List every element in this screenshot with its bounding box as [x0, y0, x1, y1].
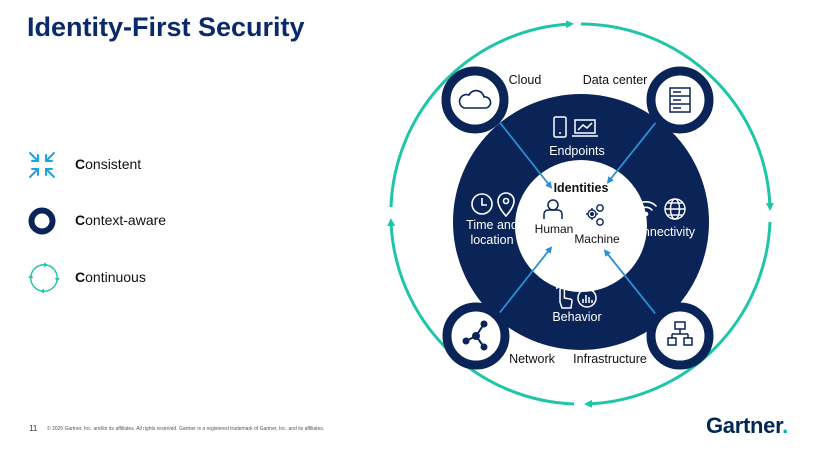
mobile-icon	[553, 116, 567, 138]
location-pin-icon	[497, 192, 515, 218]
page-title: Identity-First Security	[27, 12, 305, 42]
copyright-notice: © 2025 Gartner, Inc. and/or its affiliat…	[47, 426, 325, 432]
clock-icon	[471, 193, 493, 215]
compress-arrows-icon	[29, 152, 55, 178]
attribute-label: Consistent	[75, 156, 142, 172]
node-data-center	[646, 66, 714, 134]
center-item-machine: Machine	[574, 232, 620, 246]
segment-label-time-location-2: location	[470, 233, 513, 247]
cycle-arrow-top-right	[580, 22, 774, 211]
network-nodes-icon	[462, 320, 488, 351]
gears-icon	[586, 204, 604, 226]
attribute-context-aware: Context-aware	[27, 206, 287, 236]
tap-gesture-icon	[556, 281, 573, 309]
ring-icon	[28, 207, 56, 235]
server-icon	[669, 87, 691, 113]
identity-diagram: Cloud Data center Network Infrastructure…	[387, 20, 774, 408]
wifi-icon	[635, 201, 657, 217]
hierarchy-icon	[667, 321, 693, 346]
corner-label-data-center: Data center	[583, 73, 648, 87]
cycle-arrow-top-left	[389, 20, 574, 208]
node-infrastructure	[646, 302, 714, 370]
cloud-icon	[458, 89, 492, 109]
analytics-icon	[577, 288, 597, 308]
attribute-continuous: Continuous	[27, 263, 287, 293]
center-label-identities: Identities	[554, 181, 609, 195]
attribute-label: Continuous	[75, 269, 146, 285]
gartner-logo: Gartner.	[706, 413, 788, 438]
corner-label-infrastructure: Infrastructure	[573, 352, 647, 366]
cycle-arrows-icon	[28, 263, 60, 293]
center-item-human: Human	[535, 222, 574, 236]
person-icon	[543, 199, 563, 219]
page-number: 11	[29, 424, 38, 433]
arrow-cloud	[487, 107, 553, 189]
arrow-network	[487, 246, 553, 328]
globe-icon	[664, 198, 686, 220]
segment-label-connectivity: Connectivity	[627, 225, 696, 239]
node-cloud	[441, 66, 509, 134]
segment-label-time-location-1: Time and	[466, 218, 518, 232]
segment-label-behavior: Behavior	[552, 310, 601, 324]
corner-label-network: Network	[509, 352, 556, 366]
laptop-chart-icon	[572, 119, 598, 137]
corner-label-cloud: Cloud	[509, 73, 542, 87]
attribute-label: Context-aware	[75, 212, 167, 228]
attribute-consistent: Consistent	[27, 150, 287, 180]
node-network	[442, 302, 510, 370]
cycle-arrow-bottom-right	[584, 221, 772, 408]
segment-label-endpoints: Endpoints	[549, 144, 605, 158]
